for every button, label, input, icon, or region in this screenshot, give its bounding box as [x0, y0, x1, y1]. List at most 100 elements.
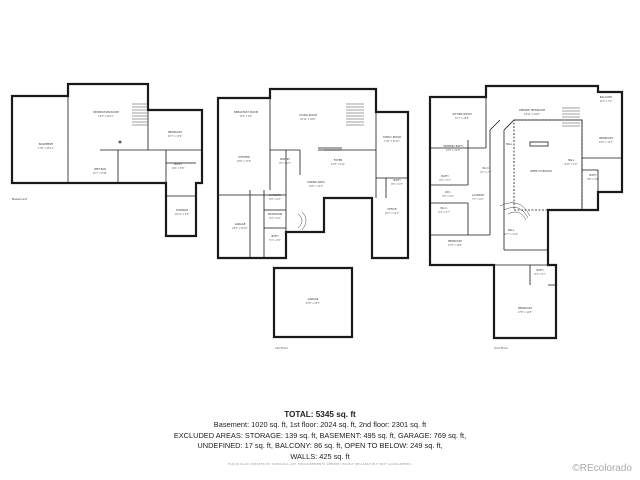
room-wet-bar: WET BAR 11'7" x 8'10" — [93, 167, 107, 175]
room-dim: 5'6" x 4'2" — [442, 195, 453, 198]
room-label: BEDROOM — [518, 306, 532, 310]
room-label: BATH — [590, 173, 597, 177]
room-dim: 10'11" x 9'5" — [175, 213, 189, 216]
room-dim: 19'8" x 17'6" — [237, 160, 251, 163]
room-label: BATH — [272, 234, 279, 238]
room-label: MUDROOM — [268, 212, 282, 216]
room-laundry-first: LAUNDRY 8'9" x 6'4" — [269, 193, 282, 201]
floor-plans: BASEMENT 27'8" x 25'11" RECREATION ROOM … — [10, 82, 624, 350]
room-label: LAUNDRY — [269, 193, 282, 197]
room-dim: 5'4" x 4'9" — [269, 239, 280, 242]
room-label: OPEN TO BELOW — [530, 169, 552, 173]
room-bath-sw: BATH 9'4" x 5'1" — [439, 174, 450, 182]
room-dim: 12'7" x 4'11" — [504, 233, 518, 236]
room-storage: STORAGE 10'11" x 9'5" — [175, 208, 189, 216]
room-garage-1: GARAGE 24'4" x 21'10" — [232, 222, 248, 230]
room-label: W.I.C. — [440, 206, 447, 210]
room-label: BEDROOM — [168, 130, 182, 134]
room-label: W.I.C. — [482, 166, 489, 170]
room-dim: 8'4" x 6'4" — [269, 217, 280, 220]
room-dim: 10'4" x 5'8" — [172, 167, 185, 170]
room-breakfast: BREAKFAST ROOM 15'4" x 9'4" — [234, 110, 258, 118]
room-label: BEDROOM — [448, 239, 462, 243]
room-bath: BATH 10'4" x 5'8" — [172, 162, 185, 170]
room-laundry-second: LAUNDRY 7'1" x 6'2" — [472, 193, 485, 201]
room-label: PRIMARY BATH — [443, 144, 462, 148]
room-label: HALL — [508, 228, 515, 232]
floor-label-basement: Basement — [12, 197, 28, 201]
area-summary: TOTAL: 5345 sq. ft Basement: 1020 sq. ft… — [0, 410, 640, 462]
room-living: LIVING ROOM 20'11" x 18'6" — [299, 113, 317, 121]
room-dim: 9'4" x 5'1" — [439, 179, 450, 182]
room-dim: 27'8" x 25'11" — [38, 147, 54, 150]
room-kitchen: KITCHEN 19'8" x 17'6" — [237, 155, 251, 163]
room-wic-s: W.I.C. 5'4" x 4'7" — [438, 206, 449, 214]
room-label: HALL — [506, 142, 513, 146]
walls-area: WALLS: 425 sq. ft — [290, 451, 350, 461]
room-hall: HALL 8'11" x 5'0" — [565, 158, 578, 166]
room-family: FAMILY ROOM 17'6" x 15'10" — [383, 135, 401, 143]
room-bedroom-ne: BEDROOM 13'6" x 12'7" — [599, 136, 613, 144]
total-area: TOTAL: 5345 sq. ft — [284, 410, 356, 419]
room-primary-bath: PRIMARY BATH 14'4" x 11'4" — [443, 144, 462, 152]
room-wic: W.I.C. 9'1" x 7'8" — [480, 166, 491, 174]
room-bath-first: BATH 8'5" x 5'3" — [391, 178, 402, 186]
room-pantry: PANTRY 8'7" x 4'3" — [279, 157, 290, 165]
room-dim: 8'7" x 4'3" — [279, 162, 290, 165]
floor-label-first: 1st Floor — [275, 346, 289, 350]
room-label: PANTRY — [280, 157, 290, 161]
room-label: KITCHEN — [238, 155, 249, 159]
room-bedroom: BEDROOM 15'7" x 13'6" — [168, 130, 182, 138]
room-dim: 15'4" x 9'4" — [240, 115, 253, 118]
room-dim: 27'6" x 23'7" — [306, 302, 320, 305]
room-dim: 12'8" x 9'11" — [331, 163, 345, 166]
room-label: STORAGE — [176, 208, 189, 212]
room-primary-bedroom: PRIMARY BEDROOM 18'11" x 16'6" — [519, 108, 545, 116]
room-basement: BASEMENT 27'8" x 25'11" — [38, 142, 54, 150]
room-dim: 8'8" x 4'9" — [587, 178, 598, 181]
room-label: BATH — [394, 178, 401, 182]
room-label: BASEMENT — [39, 142, 54, 146]
room-dim: 17'6" x 15'10" — [384, 140, 400, 143]
room-recreation: RECREATION ROOM 22'9" x 20'11" — [93, 110, 119, 118]
room-bedroom-w: BEDROOM 17'8" x 14'0" — [448, 239, 462, 247]
room-label: SITTING ROOM — [452, 112, 471, 116]
room-open-to-below: OPEN TO BELOW — [530, 169, 552, 173]
room-label: LIVING ROOM — [299, 113, 317, 117]
room-wc: W.C. 5'6" x 4'2" — [442, 190, 453, 198]
room-dim: 17'8" x 14'0" — [448, 244, 462, 247]
room-office: OFFICE 15'1" x 11'1" — [385, 207, 399, 215]
room-label: GARAGE — [235, 222, 246, 226]
room-label: PRIMARY BEDROOM — [519, 108, 545, 112]
room-dim: 15'7" x 13'6" — [168, 135, 182, 138]
room-label: GARAGE — [308, 297, 319, 301]
room-label: RECREATION ROOM — [93, 110, 119, 114]
disclaimer: FLOOR PLAN CREATED BY CUBICASA APP. MEAS… — [227, 462, 413, 466]
second-floor-plan: PRIMARY BEDROOM 18'11" x 16'6" BALCONY 1… — [428, 84, 624, 350]
room-foyer: FOYER 12'8" x 9'11" — [331, 158, 345, 166]
room-mudroom: MUDROOM 8'4" x 6'4" — [268, 212, 282, 220]
room-dim: 8'5" x 5'3" — [391, 183, 402, 186]
room-hall-s: HALL 12'7" x 4'11" — [504, 228, 518, 236]
excluded-areas-cont: UNDEFINED: 17 sq. ft, BALCONY: 86 sq. ft… — [197, 441, 443, 451]
room-label: FAMILY ROOM — [383, 135, 401, 139]
floor-areas: Basement: 1020 sq. ft, 1st floor: 2024 s… — [213, 420, 427, 430]
room-label: BALCONY — [600, 95, 613, 99]
room-dim: 7'1" x 6'2" — [472, 198, 483, 201]
first-floor-plan: BREAKFAST ROOM 15'4" x 9'4" LIVING ROOM … — [216, 87, 410, 350]
basement-plan: BASEMENT 27'8" x 25'11" RECREATION ROOM … — [10, 82, 204, 238]
room-label: FOYER — [334, 158, 343, 162]
room-dim: 9'1" x 7'8" — [480, 171, 491, 174]
room-dim: 24'4" x 21'10" — [232, 227, 248, 230]
room-dim: 8'4" x 5'7" — [534, 273, 545, 276]
room-balcony: BALCONY 12'0" x 7'2" — [600, 95, 613, 103]
room-dim: 15'1" x 11'1" — [385, 212, 399, 215]
room-bath-s: BATH 8'4" x 5'7" — [534, 268, 545, 276]
room-label: OFFICE — [387, 207, 397, 211]
room-label: W.C. — [445, 190, 451, 194]
room-dim: 13'6" x 11'3" — [309, 185, 323, 188]
room-label: HALL — [568, 158, 575, 162]
room-hall-ne: HALL — [506, 142, 513, 146]
room-label: BATH — [537, 268, 544, 272]
room-dim: 12'0" x 7'2" — [600, 100, 613, 103]
